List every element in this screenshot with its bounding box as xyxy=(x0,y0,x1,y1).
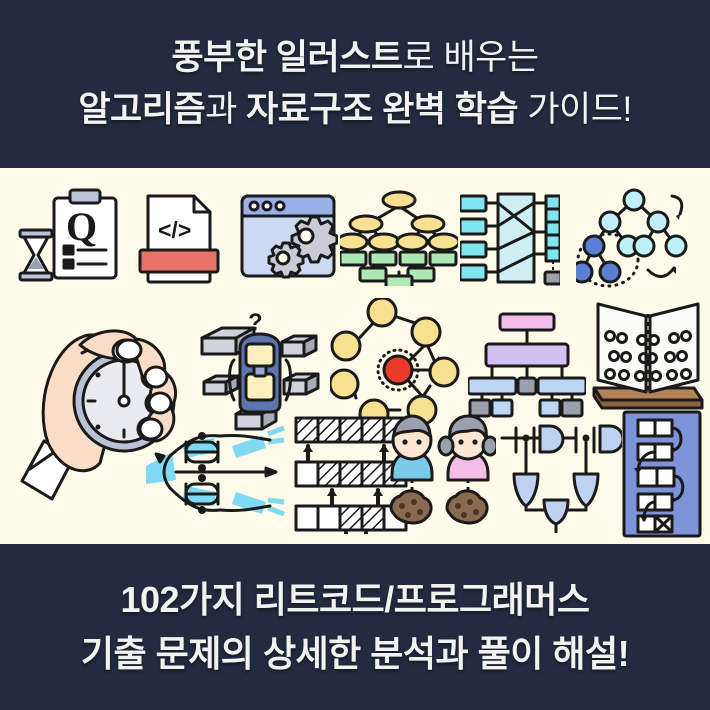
bottom-line2-d: 풀이 해설! xyxy=(477,633,630,674)
top-banner-line-2: 알고리즘과 자료구조 완벽 학습 가이드! xyxy=(78,84,632,136)
greedy-cookies-icon xyxy=(389,414,496,525)
open-book-symmetry-icon xyxy=(592,302,704,410)
bottom-line2-a: 기출 문제의 xyxy=(80,633,263,674)
knapsack-icon: ? xyxy=(200,309,320,431)
graph-cycle-icon xyxy=(330,298,460,430)
top-line1-bold: 풍부한 일러스트 xyxy=(171,38,403,77)
top-line1-light: 로 배우는 xyxy=(402,38,540,77)
bottom-banner: 102가지 리트코드/프로그래머스 기출 문제의 상세한 분석과 풀이 해설! xyxy=(0,544,710,710)
svg-text:</>: </> xyxy=(158,217,191,243)
decision-tree-icon xyxy=(340,190,458,286)
hourglass-clipboard-icon: Q xyxy=(18,188,118,282)
bottom-line2-c: 과 xyxy=(435,633,478,674)
binary-tree-subtree-icon xyxy=(576,188,688,288)
top-line2-light-a: 과 xyxy=(205,90,247,129)
bottom-banner-line-1: 102가지 리트코드/프로그래머스 xyxy=(120,579,590,620)
browser-gears-icon xyxy=(240,194,338,279)
max-flow-network-icon xyxy=(146,425,285,517)
hierarchy-tree-icon xyxy=(468,312,586,418)
linked-list-panel-icon xyxy=(622,410,702,538)
hand-stopwatch-icon xyxy=(20,329,178,501)
bottom-line2-b: 상세한 분석 xyxy=(262,633,436,674)
logic-gates-icon xyxy=(500,424,622,533)
top-banner: 풍부한 일러스트로 배우는 알고리즘과 자료구조 완벽 학습 가이드! xyxy=(0,0,710,168)
top-line2-bold-b: 자료구조 완벽 학습 xyxy=(246,90,519,129)
top-line2-bold-a: 알고리즘 xyxy=(78,90,206,129)
illustration-panel: Q </> xyxy=(0,168,710,544)
top-banner-line-1: 풍부한 일러스트로 배우는 xyxy=(171,32,540,84)
svg-text:?: ? xyxy=(248,309,263,336)
bottom-banner-line-2: 기출 문제의 상세한 분석과 풀이 해설! xyxy=(80,627,630,681)
top-line2-light-b: 가이드! xyxy=(518,90,632,129)
bipartite-matching-icon xyxy=(460,192,560,286)
code-file-icon: </> xyxy=(138,194,220,284)
svg-text:Q: Q xyxy=(66,204,97,249)
